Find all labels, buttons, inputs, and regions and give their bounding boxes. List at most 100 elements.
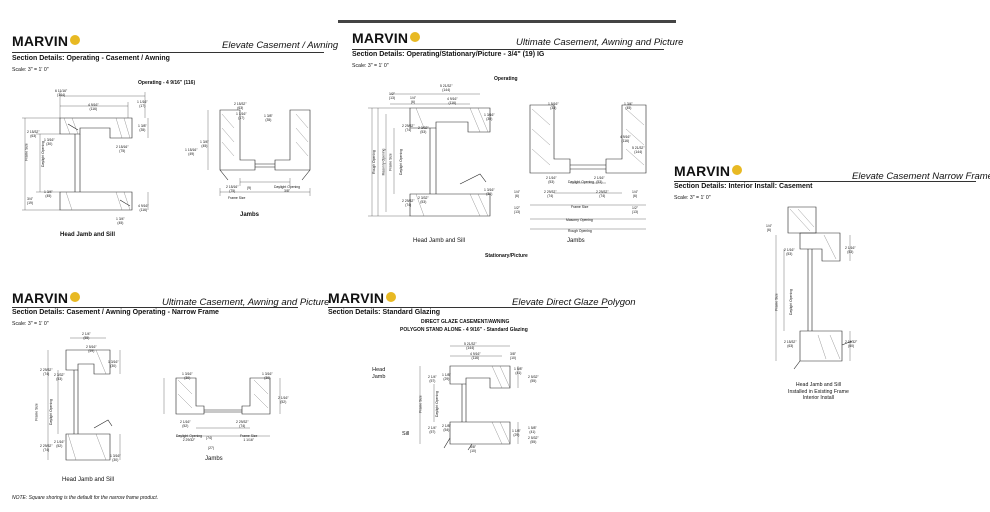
dim-label: 4 9/16"(116) <box>138 204 149 212</box>
subheading: DIRECT GLAZE CASEMENT/AWNING <box>421 319 510 325</box>
scale-label: Scale: 3" = 1' 0" <box>12 321 49 327</box>
dim-label: 1/2"(13) <box>632 206 639 214</box>
dim-label: Daylight Opening <box>568 180 595 184</box>
dim-label: 1/4"(6) <box>632 190 638 198</box>
dim-label: Frame Size <box>34 403 39 421</box>
dim-label: 2 1/8"(54) <box>442 424 451 432</box>
section-heading: Section Details: Standard Glazing <box>328 309 441 316</box>
dim-label: 2 29/32"(74) <box>40 368 53 376</box>
subheading: Operating - 4 9/16" (116) <box>138 80 196 86</box>
marvin-logo-icon <box>70 292 81 302</box>
caption-jambs: Jambs <box>205 456 223 462</box>
marvin-logo: MARVIN <box>352 30 421 46</box>
marvin-logo-icon <box>386 292 397 302</box>
dim-label: Frame Size <box>418 395 423 413</box>
dim-label: 2 15/16"(75) <box>116 145 129 153</box>
direct-glaze-drawing <box>419 345 519 451</box>
dim-label: 1 3/16"(30) <box>182 372 193 380</box>
marvin-logo: MARVIN <box>674 163 743 179</box>
interior-install-drawing <box>775 206 853 370</box>
dim-label: 4 9/16"(116) <box>88 103 99 111</box>
subheading: Operating <box>494 76 518 82</box>
dim-label: 1 5/8"(41) <box>528 426 537 434</box>
dim-label: 2 1/4"(57) <box>428 375 437 383</box>
dim-label: 2 1/16"(53) <box>845 246 856 254</box>
panel-title: Elevate Casement Narrow Frame <box>852 171 990 182</box>
dim-label: 1/2"(13) <box>389 92 396 100</box>
head-jamb-sill-drawing <box>22 92 149 211</box>
dim-label: 1/4"(6) <box>514 190 520 198</box>
dim-label: 1 3/4"(45) <box>624 102 633 110</box>
dim-label: Frame Size <box>571 205 589 209</box>
dim-label: 1/2"(13) <box>514 206 521 214</box>
dim-label: 1 5/16"(33) <box>548 102 559 110</box>
section-heading: Section Details: Casement / Awning Opera… <box>12 309 219 316</box>
dim-label: Daylight Opening <box>41 140 46 168</box>
marvin-logo: MARVIN <box>12 290 81 306</box>
dim-label: Frame Size <box>774 293 779 311</box>
dim-label: Frame Size <box>228 196 246 200</box>
dim-label: (74) <box>206 436 213 440</box>
dim-label: 1/4"(6) <box>410 96 416 104</box>
dim-label: 1/4"(6) <box>766 224 772 232</box>
dim-label: Daylight Opening <box>789 288 794 316</box>
title-rule <box>352 49 664 50</box>
dim-label: 1 3/16"(30) <box>108 360 119 368</box>
dim-label: Masonry Opening <box>566 218 593 222</box>
marvin-logo-icon <box>70 35 81 45</box>
dim-label: 2 3/32"(53) <box>418 196 429 204</box>
title-rule <box>12 307 298 308</box>
dim-label: 1 5/8"(41) <box>514 367 523 375</box>
caption-head-jamb-sill: Head Jamb and Sill <box>62 477 115 483</box>
dim-label: 2 1/16"(53) <box>594 176 605 184</box>
caption-jambs: Jambs <box>240 212 260 218</box>
dim-label: 2 1/16"(52) <box>278 396 289 404</box>
title-rule <box>328 307 608 308</box>
subheading-stationary: Stationary/Picture <box>485 253 528 259</box>
dim-label: (9) <box>247 186 252 190</box>
dim-label: Daylight Opening <box>49 398 54 426</box>
marvin-logo-icon <box>732 165 743 175</box>
dim-label: 4 9/16"(116) <box>620 135 631 143</box>
dim-label: 1 3/16"(30) <box>262 372 273 380</box>
marvin-logo: MARVIN <box>12 33 81 49</box>
caption-head-jamb-sill: Head Jamb and Sill <box>60 232 116 238</box>
title-rule <box>674 181 976 182</box>
dim-label: 2 5/32"(55) <box>528 375 539 383</box>
dim-label: 2 1/4"(57) <box>428 426 437 434</box>
panel-title: Ultimate Casement, Awning and Picture <box>162 297 330 308</box>
marvin-logo: MARVIN <box>328 290 397 306</box>
head-jamb-sill-drawing <box>368 93 491 217</box>
panel-title: Elevate Direct Glaze Polygon <box>512 297 636 308</box>
dim-label: 2 29/32"(74) <box>596 190 609 198</box>
dim-label: 3/8"(10) <box>510 352 517 360</box>
dim-label: 3/8"(10) <box>470 445 477 453</box>
dim-label: 5 21/32"(144) <box>632 146 645 154</box>
dim-label: 2 29/32"(74) <box>40 444 53 452</box>
dim-label: Rough Opening <box>568 229 592 233</box>
dim-label: 4 9/16"(116) <box>470 352 481 360</box>
dim-label: 2 29/32"(74) <box>402 124 415 132</box>
marvin-logo-icon <box>410 32 421 42</box>
dim-label: 5 21/32"(144) <box>464 342 477 350</box>
dim-label: Frame Size <box>24 143 29 161</box>
scale-label: Scale: 3" = 1' 0" <box>674 195 711 201</box>
dim-label: 2 5/32"(55) <box>528 436 539 444</box>
dim-label: 2 29/32"(74) <box>402 199 415 207</box>
dim-label: Masonry Opening <box>381 148 386 176</box>
section-heading: Section Details: Operating/Stationary/Pi… <box>352 51 545 58</box>
dim-label: (27) <box>208 446 215 450</box>
dim-label: 2 3/32"(53) <box>54 373 65 381</box>
jambs-drawing <box>163 377 281 437</box>
dim-label: 1 3/4"(45) <box>200 140 209 148</box>
dim-label: 2 1/16"(52) <box>54 440 65 448</box>
dim-label: 6 11/16"(144) <box>55 89 68 97</box>
dim-label: 2 15/32"(63) <box>784 340 797 348</box>
jambs-drawing <box>207 109 311 196</box>
section-heading: Section Details: Operating - Casement / … <box>12 55 170 62</box>
dim-label: 2 1/16"(53) <box>784 248 795 256</box>
dim-label: 1 15/16"(49) <box>185 148 198 156</box>
